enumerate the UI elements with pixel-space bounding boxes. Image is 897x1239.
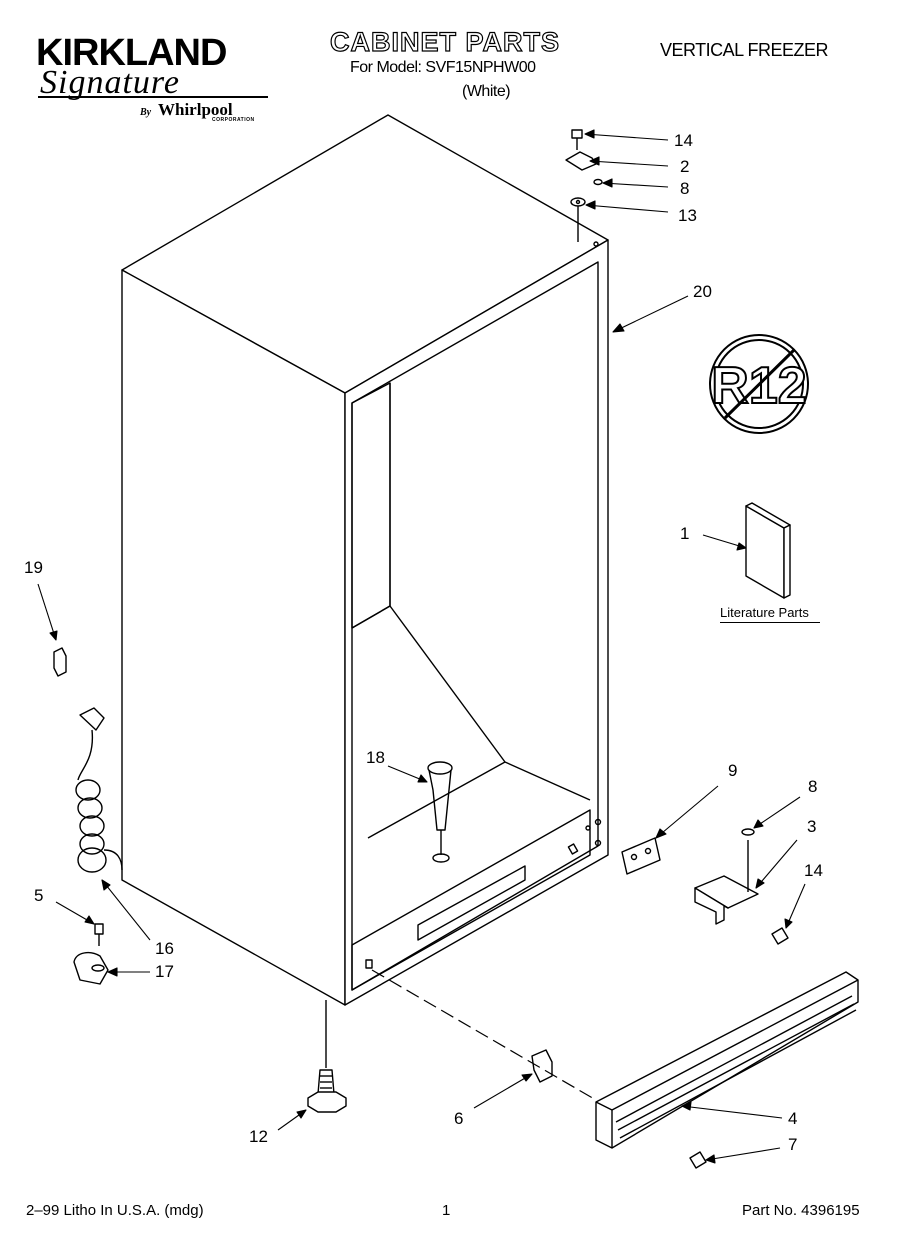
callout-4: 4: [788, 1109, 797, 1128]
callout-8-bottom: 8: [808, 777, 817, 796]
kirkland-logo-text: KIRKLAND: [36, 32, 227, 74]
category-label: VERTICAL FREEZER: [660, 40, 829, 60]
callout-16: 16: [155, 939, 174, 958]
screw-7-part: [689, 1151, 707, 1169]
callout-13: 13: [678, 206, 697, 225]
callout-14-bottom: 14: [804, 861, 823, 880]
grille-clip-part: [531, 1049, 553, 1083]
page-title: CABINET PARTS: [329, 26, 561, 57]
cabinet-body: [121, 114, 609, 1006]
logo-by-text: By: [140, 107, 152, 118]
top-hinge-assembly: [565, 129, 603, 247]
kickplate-grille-part: [595, 971, 859, 1149]
literature-underline: [720, 622, 820, 623]
leader-lines: [37, 129, 806, 1164]
callout-3: 3: [807, 817, 816, 836]
part-number: Part No. 4396195: [742, 1202, 860, 1219]
whirlpool-logo-text: Whirlpool: [158, 100, 233, 119]
no-r12-badge: R12: [709, 334, 809, 434]
power-cord-part: [75, 707, 123, 873]
callout-14-top: 14: [674, 131, 693, 150]
callout-5: 5: [34, 886, 43, 905]
cord-clamp-part: [73, 923, 109, 985]
signature-logo-text: Signature: [40, 64, 180, 101]
leveling-leg-part: [307, 1000, 347, 1113]
litho-footer: 2–99 Litho In U.S.A. (mdg): [26, 1202, 204, 1219]
callout-1: 1: [680, 524, 689, 543]
model-line: For Model: SVF15NPHW00: [350, 59, 536, 76]
corporation-text: CORPORATION: [212, 117, 255, 123]
callout-9: 9: [728, 761, 737, 780]
callout-labels: 14 2 8 13 20 1 19 18 9 8 3 14 5 16 17 12…: [24, 131, 823, 1154]
callout-6: 6: [454, 1109, 463, 1128]
drain-tube-part: [427, 761, 453, 863]
callout-20: 20: [693, 282, 712, 301]
literature-parts-label: Literature Parts: [720, 605, 809, 620]
callout-17: 17: [155, 962, 174, 981]
color-line: (White): [462, 83, 511, 100]
callout-12: 12: [249, 1127, 268, 1146]
clip-part: [53, 647, 67, 677]
bracket-plate-part: [621, 837, 661, 875]
page-number: 1: [442, 1202, 451, 1219]
callout-18: 18: [366, 748, 385, 767]
callout-19: 19: [24, 558, 43, 577]
logo-divider: [38, 96, 268, 98]
callout-8-top: 8: [680, 179, 689, 198]
literature-booklet: [745, 502, 791, 599]
callout-7: 7: [788, 1135, 797, 1154]
callout-2: 2: [680, 157, 689, 176]
bottom-hinge-part: [694, 828, 789, 945]
